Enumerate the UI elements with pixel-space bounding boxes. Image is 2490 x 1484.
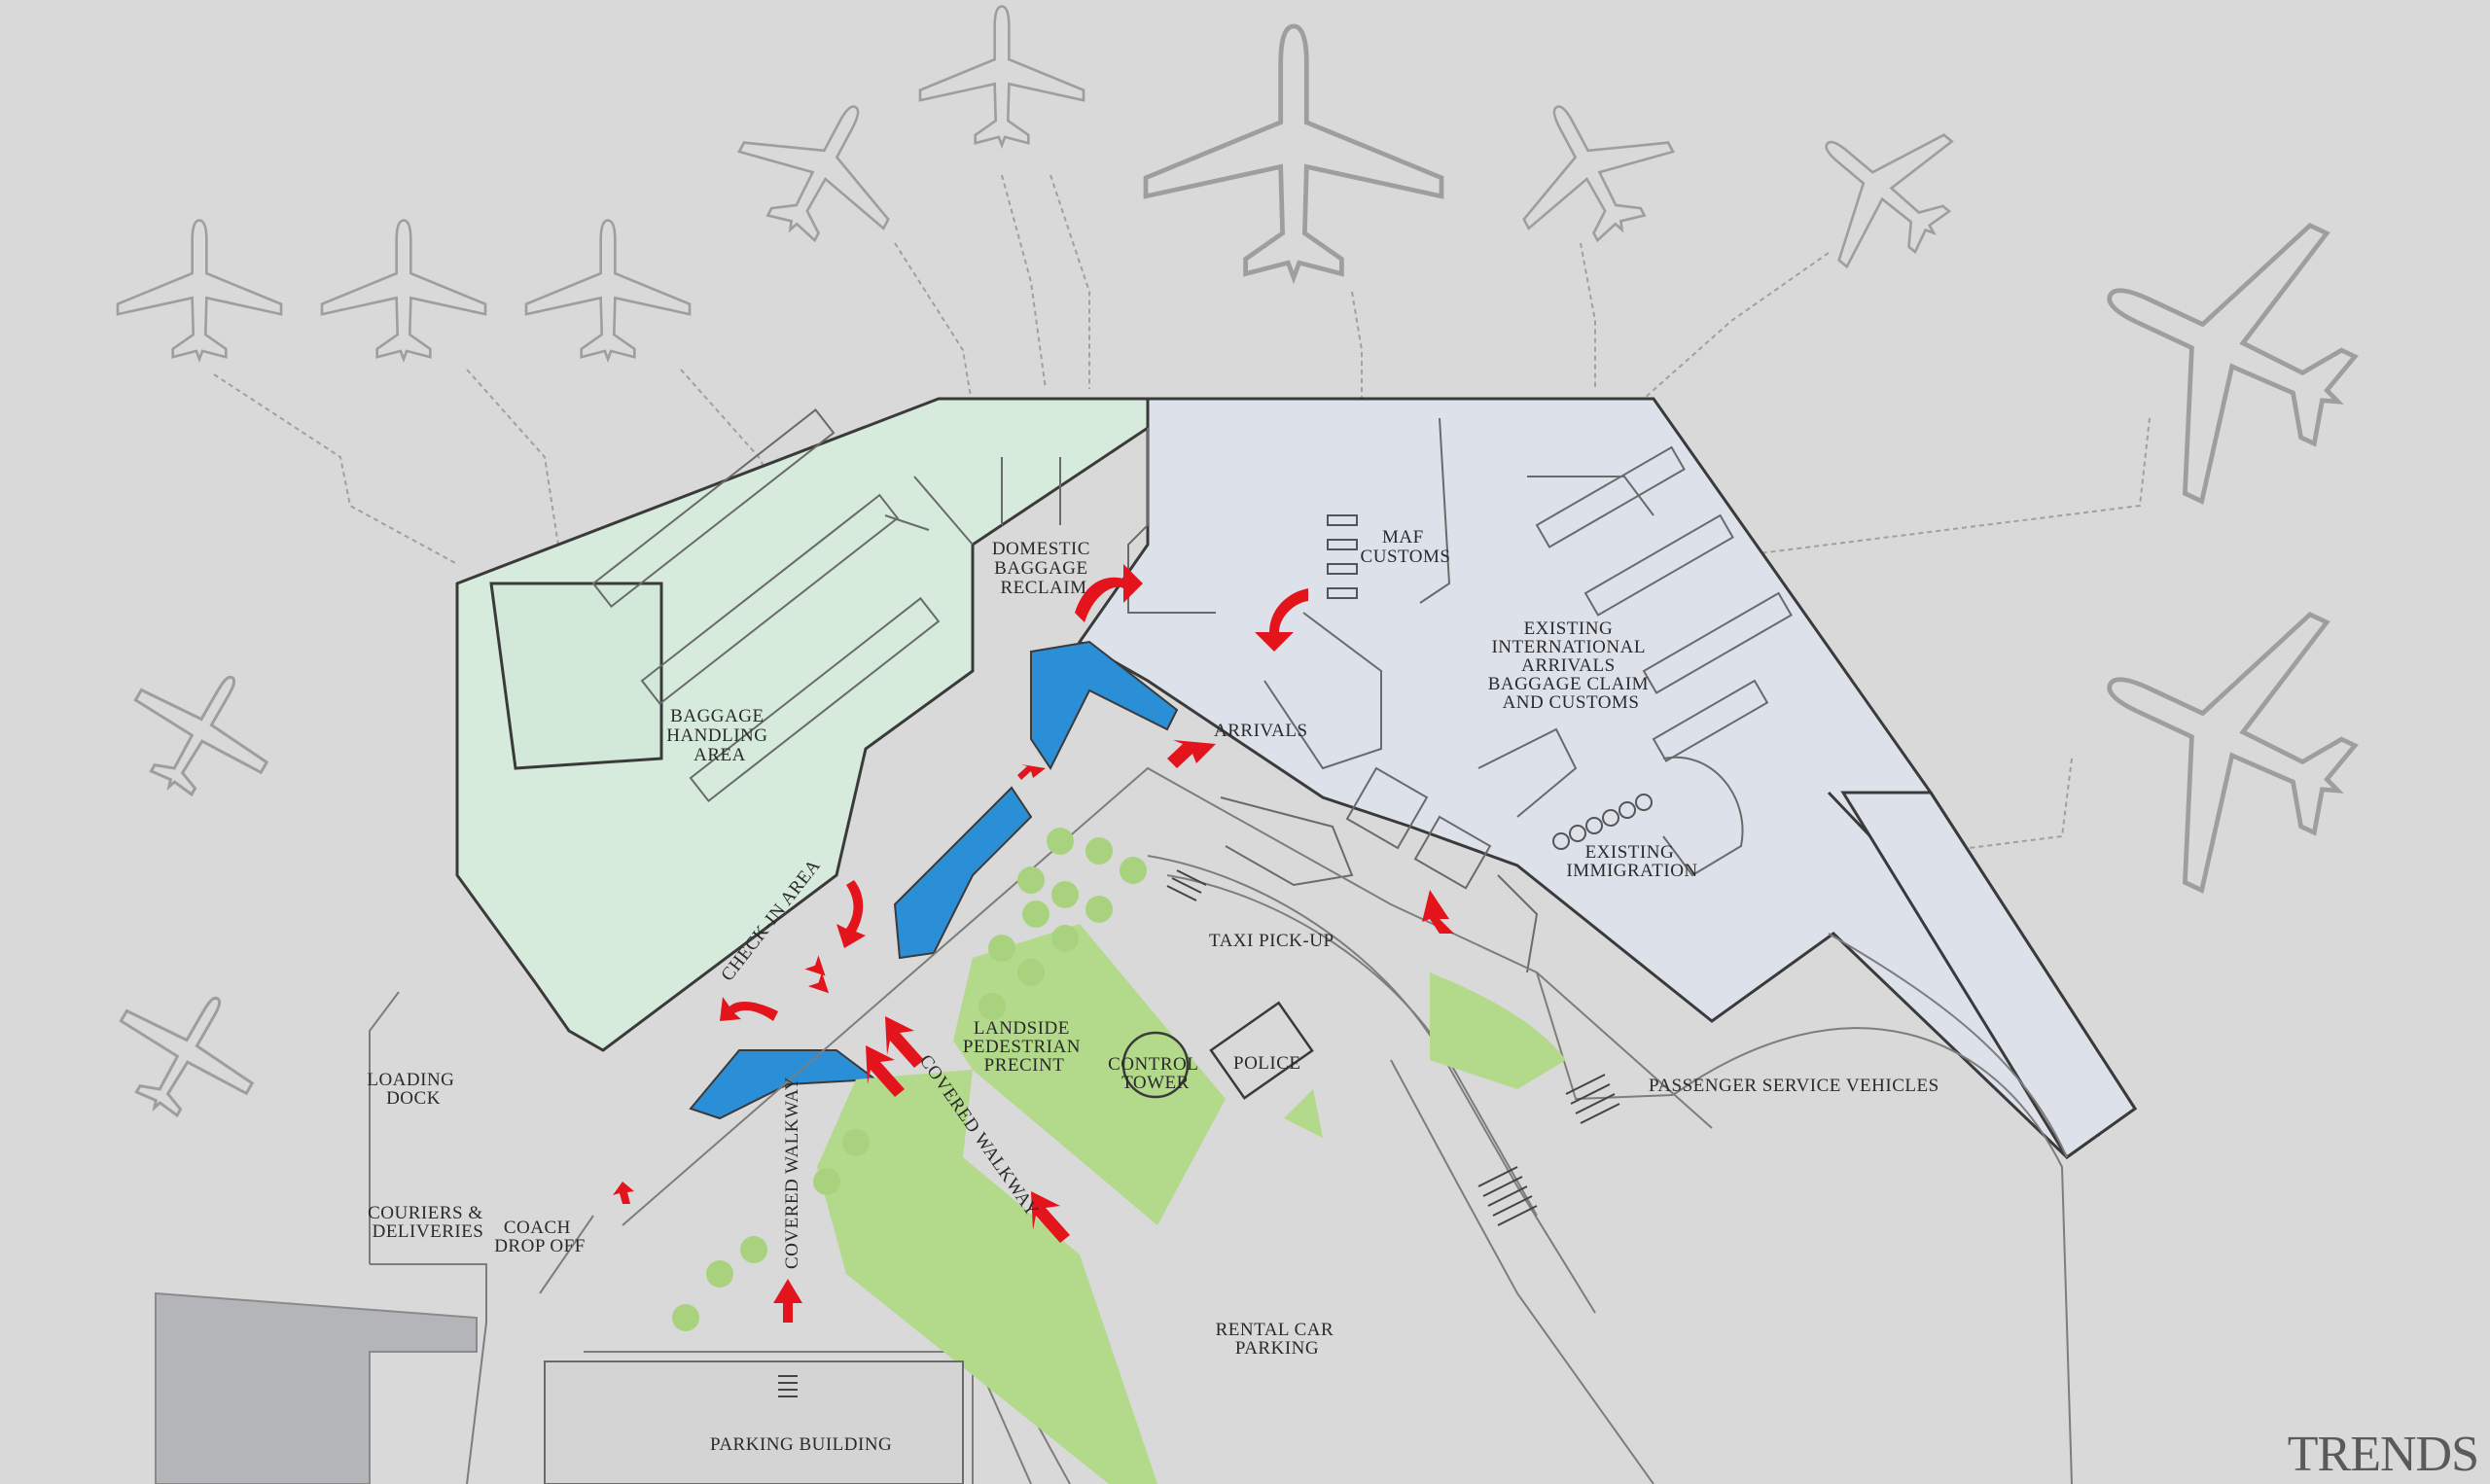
arrow-icon	[1167, 740, 1216, 768]
circulation-arrows	[613, 564, 1454, 1323]
arrow-icon	[1031, 1191, 1070, 1243]
label-parking-building: PARKING BUILDING	[710, 1434, 892, 1455]
arrow-icon	[720, 997, 778, 1021]
arrow-icon	[885, 1016, 924, 1068]
domestic-terminal	[455, 397, 1150, 1052]
arrow-icon	[804, 955, 830, 994]
label-existing-international: EXISTING INTERNATIONAL ARRIVALS BAGGAGE …	[1488, 618, 1654, 713]
label-arrivals: ARRIVALS	[1214, 721, 1308, 741]
label-passenger-service-vehicles: PASSENGER SERVICE VEHICLES	[1649, 1076, 1939, 1096]
baggage-carousels	[1327, 514, 1358, 599]
landscape-green	[817, 924, 1566, 1484]
police-building	[1209, 1001, 1314, 1100]
trees	[672, 828, 1147, 1331]
label-coach-drop-off: COACH DROP OFF	[494, 1218, 586, 1256]
arrow-icon	[1422, 890, 1454, 934]
label-covered-walkway-vertical: COVERED WALKWAY	[782, 1077, 802, 1269]
label-rental-car-parking: RENTAL CAR PARKING	[1216, 1320, 1339, 1359]
label-control-tower: CONTROL TOWER	[1108, 1054, 1203, 1093]
label-loading-dock: LOADING DOCK	[367, 1070, 459, 1109]
label-maf-customs: MAF CUSTOMS	[1361, 527, 1451, 567]
arrow-icon	[1017, 764, 1046, 780]
stair-hatching	[778, 869, 1620, 1397]
label-landside-pedestrian: LANDSIDE PEDESTRIAN PRECINT	[963, 1018, 1085, 1076]
arrow-icon	[836, 880, 866, 948]
label-taxi-pickup: TAXI PICK-UP	[1209, 931, 1334, 951]
arrow-icon	[613, 1182, 634, 1204]
arrow-icon	[773, 1279, 802, 1323]
trends-watermark: TRENDS	[2288, 1427, 2478, 1482]
international-terminal	[1077, 397, 2138, 1160]
label-police: POLICE	[1233, 1053, 1301, 1074]
arrow-icon	[866, 1045, 905, 1097]
control-tower-marker	[1121, 1031, 1190, 1099]
arrow-icon	[1075, 564, 1143, 622]
label-domestic-baggage-reclaim: DOMESTIC BAGGAGE RECLAIM	[992, 539, 1095, 598]
immigration-booths	[1552, 794, 1653, 850]
parking-building	[544, 1360, 964, 1484]
label-existing-immigration: EXISTING IMMIGRATION	[1566, 842, 1697, 881]
label-baggage-handling: BAGGAGE HANDLING AREA	[666, 706, 773, 765]
existing-building-block	[155, 1291, 478, 1484]
label-couriers-deliveries: COURIERS & DELIVERIES	[368, 1203, 488, 1242]
arrow-icon	[1255, 588, 1308, 652]
blue-zones	[689, 640, 1179, 1120]
